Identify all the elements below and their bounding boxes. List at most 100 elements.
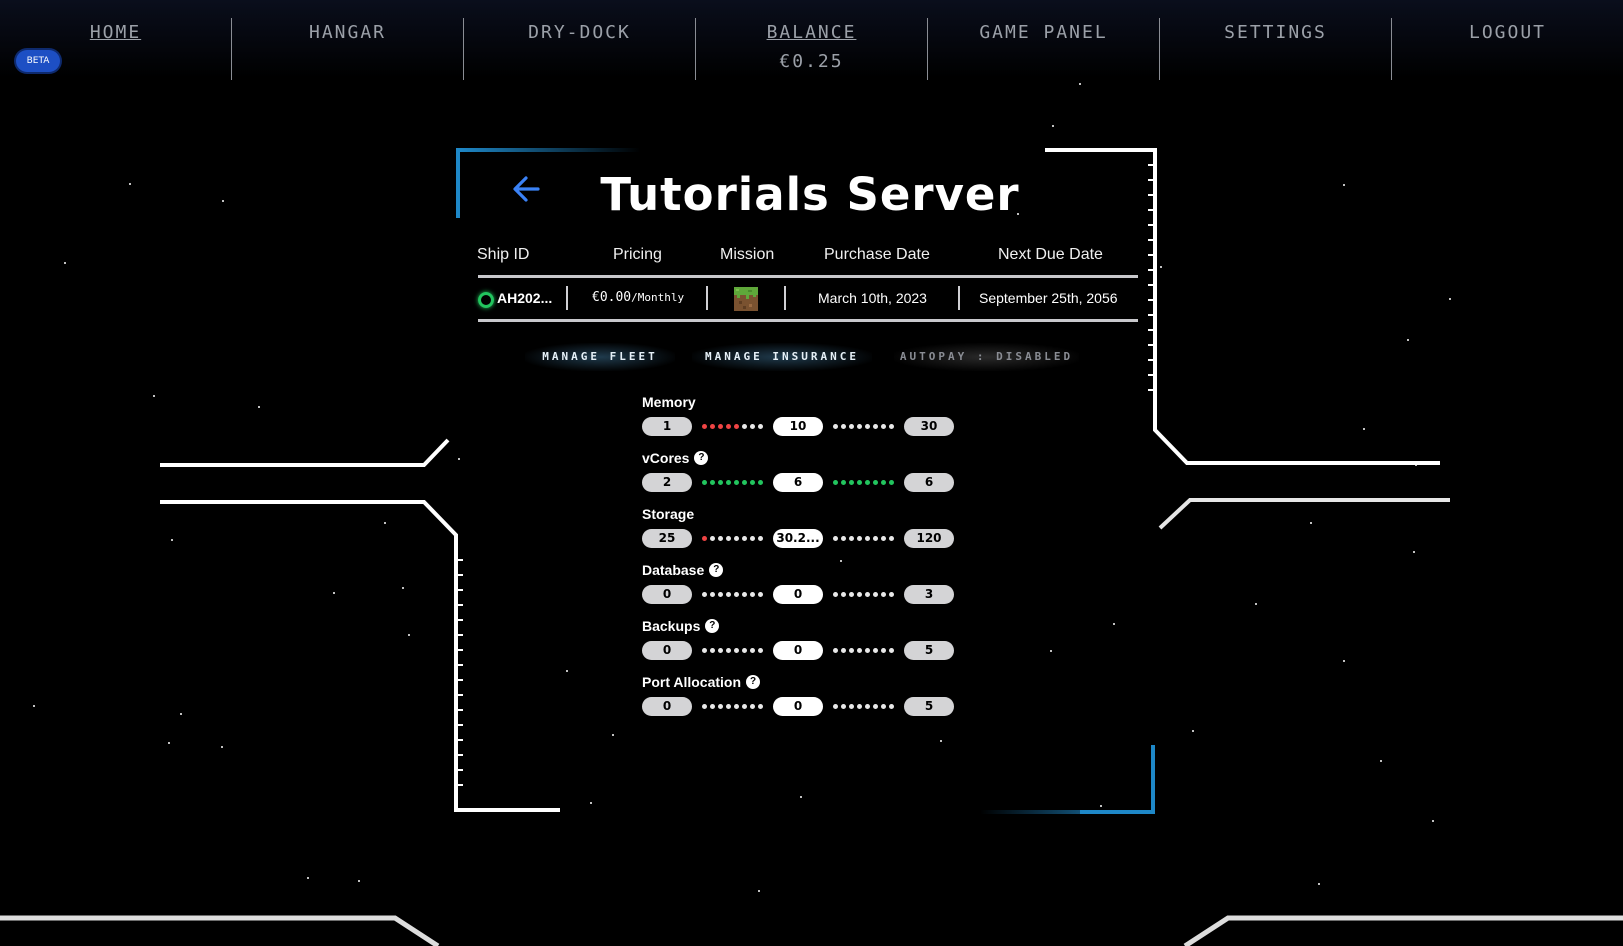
nav-balance[interactable]: BALANCE €0.25	[695, 18, 927, 80]
slider-dot	[726, 591, 731, 597]
header-purchase-date: Purchase Date	[824, 246, 930, 263]
slider-dot	[750, 479, 755, 485]
slider-dot	[849, 479, 854, 485]
slider-dot	[873, 423, 878, 429]
slider-dot	[734, 423, 739, 429]
slider-dot	[873, 647, 878, 653]
resource-slider[interactable]: 25 30.2... 120	[642, 528, 982, 548]
slider-dot	[865, 535, 870, 541]
nav-hangar[interactable]: HANGAR	[231, 18, 463, 80]
min-value: 25	[642, 528, 692, 548]
slider-dots-left	[702, 423, 763, 429]
back-arrow-icon[interactable]	[510, 172, 544, 206]
min-value: 0	[642, 584, 692, 604]
current-value-handle[interactable]: 10	[773, 416, 823, 436]
nav-logout[interactable]: LOGOUT	[1391, 18, 1623, 80]
slider-dot	[750, 647, 755, 653]
slider-dot	[742, 479, 747, 485]
slider-dot	[849, 591, 854, 597]
slider-dot	[889, 703, 894, 709]
manage-fleet-button[interactable]: MANAGE FLEET	[525, 343, 675, 371]
slider-dots-right	[833, 535, 894, 541]
header-pricing: Pricing	[613, 246, 662, 263]
balance-amount: €0.25	[779, 51, 844, 72]
row-divider	[784, 286, 786, 310]
slider-dot	[849, 703, 854, 709]
slider-dot	[889, 591, 894, 597]
slider-dot	[702, 423, 707, 429]
slider-dots-left	[702, 703, 763, 709]
slider-dot	[718, 479, 723, 485]
nav-settings[interactable]: SETTINGS	[1159, 18, 1391, 80]
price-amount: €0.00	[592, 290, 632, 305]
slider-dot	[742, 423, 747, 429]
slider-dot	[889, 535, 894, 541]
slider-dot	[726, 423, 731, 429]
resource-label-text: Backups	[642, 618, 701, 634]
nav-hangar-label: HANGAR	[308, 22, 387, 43]
min-value: 2	[642, 472, 692, 492]
nav-game-panel-label: GAME PANEL	[979, 22, 1108, 43]
max-value: 3	[904, 584, 954, 604]
slider-dot	[750, 535, 755, 541]
current-value-handle[interactable]: 30.2...	[773, 528, 823, 548]
resource-label: vCores?	[642, 449, 982, 467]
current-value-handle[interactable]: 0	[773, 584, 823, 604]
slider-dot	[857, 591, 862, 597]
resource-slider[interactable]: 0 0 3	[642, 584, 982, 604]
current-value-handle[interactable]: 0	[773, 696, 823, 716]
slider-dot	[742, 703, 747, 709]
slider-dot	[873, 535, 878, 541]
slider-dot	[734, 591, 739, 597]
slider-dots-right	[833, 479, 894, 485]
max-value: 5	[904, 640, 954, 660]
slider-dot	[718, 591, 723, 597]
nav-home[interactable]: HOME	[0, 0, 231, 78]
slider-dot	[881, 423, 886, 429]
max-value: 120	[904, 528, 954, 548]
current-value-handle[interactable]: 6	[773, 472, 823, 492]
slider-dot	[881, 535, 886, 541]
help-icon[interactable]: ?	[694, 451, 709, 465]
help-icon[interactable]: ?	[709, 563, 724, 577]
nav-game-panel[interactable]: GAME PANEL	[927, 18, 1159, 80]
slider-dot	[857, 479, 862, 485]
slider-dot	[710, 535, 715, 541]
slider-dot	[718, 423, 723, 429]
row-divider	[706, 286, 708, 310]
server-title: Tutorials Server	[600, 168, 1020, 221]
current-value-handle[interactable]: 0	[773, 640, 823, 660]
slider-dot	[881, 647, 886, 653]
slider-dot	[841, 535, 846, 541]
slider-dot	[742, 647, 747, 653]
slider-dots-right	[833, 423, 894, 429]
manage-insurance-button[interactable]: MANAGE INSURANCE	[692, 343, 872, 371]
slider-dot	[710, 591, 715, 597]
slider-dot	[857, 423, 862, 429]
slider-dot	[710, 479, 715, 485]
resource-label: Storage	[642, 505, 982, 523]
ship-id-value[interactable]: AH202...	[497, 290, 553, 306]
slider-dot	[734, 647, 739, 653]
slider-dot	[734, 703, 739, 709]
slider-dot	[726, 535, 731, 541]
slider-dot	[710, 703, 715, 709]
max-value: 30	[904, 416, 954, 436]
autopay-toggle[interactable]: AUTOPAY : DISABLED	[894, 343, 1079, 371]
nav-dry-dock[interactable]: DRY-DOCK	[463, 18, 695, 80]
minecraft-grass-block-icon	[734, 287, 758, 311]
pricing-value: €0.00/Monthly	[592, 290, 684, 305]
slider-dot	[702, 591, 707, 597]
help-icon[interactable]: ?	[705, 619, 720, 633]
help-icon[interactable]: ?	[746, 675, 761, 689]
slider-dot	[889, 423, 894, 429]
slider-dots-left	[702, 647, 763, 653]
slider-dot	[841, 479, 846, 485]
slider-dot	[857, 535, 862, 541]
